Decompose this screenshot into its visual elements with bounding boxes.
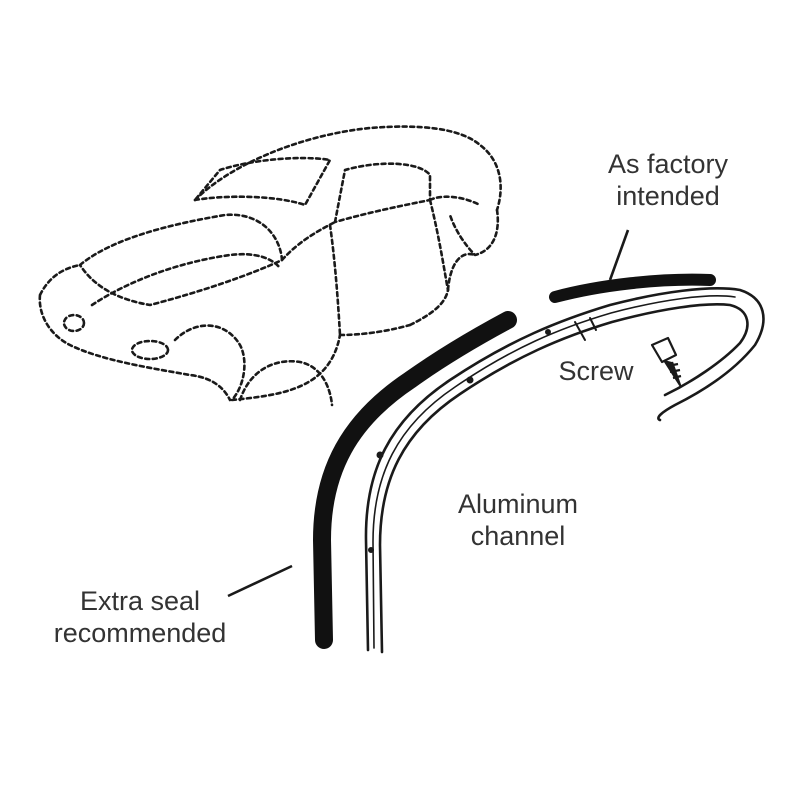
- car-sill: [230, 333, 342, 402]
- channel-rivet-3: [368, 547, 374, 553]
- car-headlight-left: [62, 313, 86, 333]
- channel-joint: [574, 317, 597, 341]
- car-door-line: [328, 223, 412, 337]
- aluminum-channel: [364, 287, 765, 654]
- channel-rivet-4: [545, 329, 551, 335]
- car-rear-quarter: [428, 198, 500, 292]
- channel-label-line-2: channel: [470, 521, 566, 551]
- car-body-outline: [38, 125, 502, 407]
- seal-label: Extra seal recommended: [54, 585, 227, 649]
- factory-label-line-1: As factory: [607, 149, 729, 179]
- car-hood: [78, 213, 284, 307]
- screw-icon: [650, 336, 682, 387]
- car-hood-crease: [90, 252, 282, 307]
- channel-rivet-1: [466, 376, 474, 384]
- car-beltline: [280, 195, 482, 262]
- channel-inner-edge: [378, 303, 749, 654]
- factory-label: As factory intended: [608, 148, 728, 212]
- car-rear-wheel: [446, 252, 477, 292]
- car-front: [38, 263, 232, 402]
- screw-label: Screw: [558, 355, 633, 387]
- channel-center-groove: [372, 295, 736, 649]
- channel-label-line-1: Aluminum: [457, 489, 579, 519]
- car-side-window: [333, 162, 432, 224]
- car-wheel-arch: [238, 359, 334, 407]
- extra-seal-strip: [312, 311, 517, 649]
- channel-outer-edge: [364, 287, 765, 652]
- factory-label-line-2: intended: [616, 181, 720, 211]
- seal-label-line-1: Extra seal: [79, 586, 201, 616]
- channel-rivet-2: [376, 451, 384, 459]
- seal-label-line-2: recommended: [53, 618, 227, 648]
- channel-label: Aluminum channel: [458, 488, 578, 552]
- seal-leader-line: [227, 564, 293, 598]
- car-rear-lower: [408, 288, 450, 327]
- factory-seal-strip: [549, 273, 716, 303]
- car-windshield: [193, 156, 332, 207]
- car-fender: [173, 324, 246, 402]
- car-headlight-right: [130, 339, 170, 361]
- screw-label-text: Screw: [558, 356, 634, 386]
- factory-leader-line: [608, 229, 630, 281]
